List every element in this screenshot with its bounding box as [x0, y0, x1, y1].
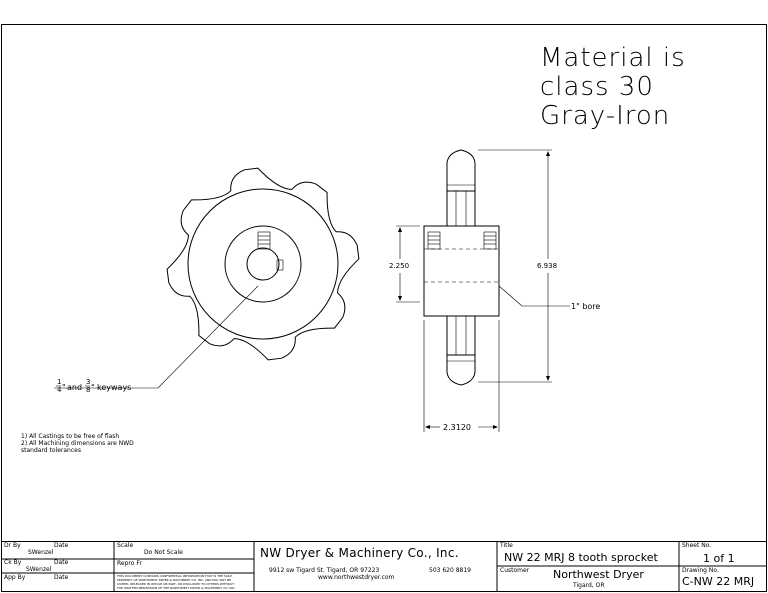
hub-circle	[187, 188, 339, 340]
dim-width: 2.3120	[423, 320, 500, 432]
keyway-leader	[157, 285, 259, 389]
keyway-top	[257, 231, 271, 250]
dim-height: 2.250	[389, 225, 420, 303]
sprocket-front-view: 1 4 " and 3 8 " keyways	[54, 167, 360, 394]
ck-by-value: SWenzel	[26, 566, 52, 573]
material-note-line-1: Material is	[540, 43, 686, 73]
svg-text:": "	[91, 383, 95, 392]
title-value: NW 22 MRJ 8 tooth sprocket	[504, 551, 659, 564]
tooth-top	[446, 149, 476, 192]
sheet-no-value: 1 of 1	[703, 552, 735, 565]
sheet-no-label: Sheet No.	[682, 542, 711, 549]
confidential-line-2: PROPERTY OF NORTHWEST DRYER & MACHINERY …	[117, 578, 231, 582]
app-by-label: App By	[4, 574, 26, 581]
title-label: Title	[499, 542, 513, 549]
dim-bore: 1" bore	[498, 285, 600, 311]
sprocket-side-view: 2.250 6.938 1" bore 2.3120	[389, 149, 600, 432]
customer-name: Northwest Dryer	[553, 568, 644, 581]
dim-width-value: 2.3120	[443, 423, 471, 432]
dim-bore-value: 1" bore	[571, 302, 600, 311]
repro-label: Repro Fr	[117, 560, 142, 567]
material-note-line-2: class 30	[540, 72, 654, 102]
svg-text:4: 4	[57, 386, 62, 394]
dim-outer-diameter: 6.938	[478, 149, 557, 383]
scale-label: Scale	[117, 542, 133, 549]
customer-label: Customer	[500, 567, 530, 574]
svg-text:3: 3	[86, 378, 90, 386]
scale-value: Do Not Scale	[144, 549, 183, 556]
tooth-bottom	[446, 354, 476, 386]
company-address: 9912 sw Tigard St. Tigard, OR 97223	[269, 567, 379, 574]
svg-text:": "	[62, 383, 66, 392]
dr-by-value: SWenzel	[28, 549, 54, 556]
confidential-line-4: THE WRITTEN PERMISSION OF THE NORTHWEST …	[116, 586, 236, 590]
keyway-callout: 1 4 " and 3 8 " keyways	[56, 378, 131, 394]
svg-text:keyways: keyways	[97, 383, 131, 392]
material-note: Material is class 30 Gray-Iron	[540, 43, 686, 131]
confidential-line-3: COPIED, RELEASED IN WHOLE OR PART, OR DI…	[117, 582, 234, 586]
sheet-border	[1, 24, 767, 592]
ck-by-label: Ck By	[4, 559, 22, 566]
keyway-side	[276, 259, 284, 271]
dr-by-label: Dr By	[4, 542, 21, 549]
company-website: www.northwestdryer.com	[318, 574, 395, 581]
hub-side	[423, 225, 500, 317]
svg-text:and: and	[67, 383, 82, 392]
svg-text:8: 8	[86, 386, 90, 394]
sprocket-outline	[166, 167, 360, 361]
dr-date-label: Date	[54, 542, 69, 549]
inner-hub-circle	[224, 225, 302, 303]
company-name: NW Dryer & Machinery Co., Inc.	[260, 546, 459, 560]
company-phone: 503 620 8819	[429, 567, 471, 574]
material-note-line-3: Gray-Iron	[540, 101, 670, 131]
note-1: 1) All Castings to be free of flash	[21, 433, 119, 440]
title-block: Dr By Date SWenzel Ck By Date SWenzel Ap…	[1, 541, 767, 592]
note-2: 2) All Machining dimensions are NWD	[21, 440, 134, 447]
drawing-no-value: C-NW 22 MRJ	[682, 575, 754, 588]
svg-text:1: 1	[57, 378, 61, 386]
app-date-label: Date	[54, 574, 69, 581]
confidential-line-1: THIS DOCUMENT CONTAINS CONFIDENTIAL INFO…	[116, 574, 232, 578]
drawing-no-label: Drawing No.	[682, 567, 719, 574]
bore-circle	[246, 247, 280, 281]
dim-outer-diameter-value: 6.938	[537, 262, 557, 270]
general-notes: 1) All Castings to be free of flash 2) A…	[21, 433, 134, 454]
dim-height-value: 2.250	[389, 262, 409, 270]
ck-date-label: Date	[54, 559, 69, 566]
note-3: standard tolerances	[21, 447, 81, 454]
customer-city: Tigard, OR	[572, 582, 605, 589]
